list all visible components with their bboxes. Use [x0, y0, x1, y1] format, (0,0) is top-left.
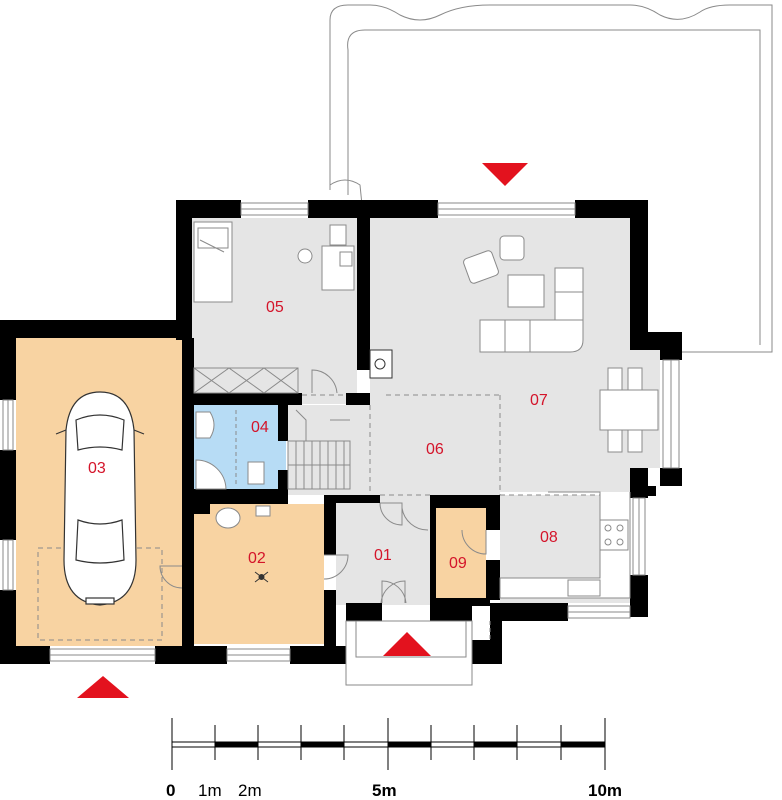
sink-icon: [567, 579, 601, 597]
wardrobe-icon: [193, 367, 299, 394]
scale-label-5m: 5m: [372, 781, 397, 800]
doors: [159, 369, 487, 604]
walls: [0, 200, 682, 664]
stairs-icon: [287, 409, 351, 490]
toilet-icon: [215, 505, 271, 529]
floor-06: [288, 405, 500, 495]
scale-label-1m: 1m: [198, 781, 222, 800]
floor-09: [436, 508, 486, 600]
bathroom-fixtures: [195, 410, 265, 490]
terrace: [329, 4, 773, 353]
car-icon: [55, 391, 145, 606]
shower-icon: [195, 459, 227, 490]
scale-label-0: 0: [166, 781, 175, 800]
scale-bar: 0 1m 2m 5m 10m: [166, 718, 622, 800]
entrance-arrow-icon: [383, 632, 431, 656]
room-label-08: 08: [540, 529, 558, 546]
kitchen-counter: [499, 491, 631, 599]
scale-label-10m: 10m: [588, 781, 622, 800]
terrace-arrow-icon: [482, 163, 528, 186]
sofa-icon: [463, 235, 584, 353]
room-label-07: 07: [530, 392, 548, 409]
fireplace-icon: [369, 349, 393, 379]
scale-label-2m: 2m: [238, 781, 262, 800]
room-labels: 01 02 03 04 05 06 07 08 09: [88, 299, 558, 572]
porch: [345, 620, 491, 686]
room-label-03: 03: [88, 460, 106, 477]
room-label-05: 05: [266, 299, 284, 316]
window-lines: [7, 208, 672, 656]
room-label-04: 04: [251, 419, 269, 436]
room-label-01: 01: [374, 547, 392, 564]
garage-arrow-icon: [77, 676, 129, 698]
room-label-09: 09: [449, 555, 467, 572]
dining-table-icon: [599, 367, 659, 453]
desk-icon: [297, 224, 355, 291]
room-label-02: 02: [248, 550, 266, 567]
room-label-06: 06: [426, 441, 444, 458]
bed-icon: [193, 221, 233, 303]
floor-02: [194, 504, 324, 644]
